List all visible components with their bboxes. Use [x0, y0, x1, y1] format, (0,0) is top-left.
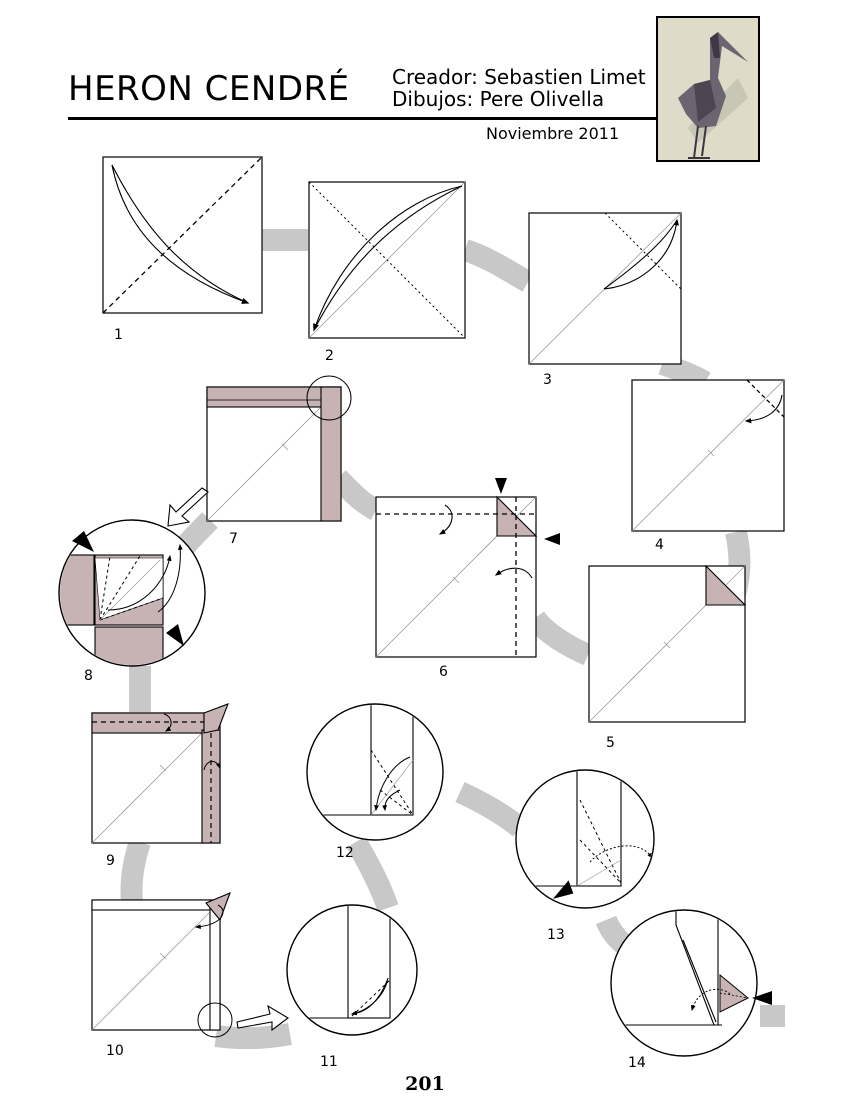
step-14-diagram	[610, 909, 772, 1057]
step-number-4: 4	[655, 537, 664, 553]
step-number-3: 3	[543, 372, 552, 388]
title-underline	[68, 117, 658, 120]
step-number-14: 14	[628, 1055, 646, 1071]
diagram-title: HERON CENDRÉ	[68, 69, 350, 109]
step-number-6: 6	[439, 664, 448, 680]
step-12-diagram	[306, 703, 444, 841]
step-number-11: 11	[320, 1054, 338, 1070]
step-1-diagram	[102, 156, 263, 314]
step-number-8: 8	[84, 668, 93, 684]
step-number-12: 12	[336, 845, 354, 861]
step-number-7: 7	[229, 531, 238, 547]
heron-photo-illustration	[658, 18, 758, 160]
step-10-diagram	[91, 892, 289, 1038]
creator-credit: Creador: Sebastien Limet	[392, 65, 646, 89]
finished-model-photo	[656, 16, 760, 162]
step-number-2: 2	[325, 348, 334, 364]
publication-date: Noviembre 2011	[486, 124, 620, 143]
step-5-diagram	[588, 564, 747, 723]
step-number-9: 9	[106, 853, 115, 869]
drawings-credit: Dibujos: Pere Olivella	[392, 87, 605, 111]
step-3-diagram	[528, 212, 682, 365]
step-13-diagram	[515, 769, 655, 909]
step-11-diagram	[286, 904, 418, 1036]
step-9-diagram	[91, 703, 229, 844]
step-4-diagram	[631, 379, 785, 532]
step-number-5: 5	[606, 735, 615, 751]
page-number: 201	[405, 1073, 445, 1095]
step-number-13: 13	[547, 927, 565, 943]
step-number-10: 10	[106, 1043, 124, 1059]
step-2-diagram	[308, 181, 466, 339]
step-7-diagram	[167, 375, 352, 527]
step-6-diagram	[375, 478, 560, 658]
step-number-1: 1	[114, 327, 123, 343]
step-8-diagram	[58, 519, 206, 667]
